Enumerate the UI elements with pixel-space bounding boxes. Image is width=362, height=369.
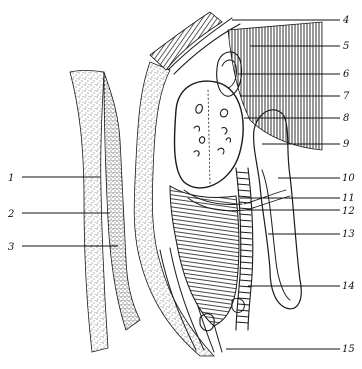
- label-8: 8: [343, 113, 349, 124]
- left-leaders: [22, 177, 118, 246]
- tube-rung: [240, 244, 252, 245]
- vertical-hatched-block: [228, 22, 322, 150]
- tube-rung: [236, 172, 248, 173]
- tube-rung: [240, 238, 252, 239]
- tube-rung: [239, 214, 251, 215]
- label-11: 11: [342, 193, 355, 204]
- tube-rung: [237, 178, 249, 179]
- tube-rung: [237, 184, 249, 185]
- label-15: 15: [342, 344, 355, 355]
- label-7: 7: [343, 91, 350, 102]
- tube-rung: [240, 274, 252, 275]
- label-1: 1: [8, 173, 14, 184]
- tube-rung: [240, 232, 252, 233]
- left-stippled-column: [70, 71, 108, 353]
- organ-cells: [194, 104, 231, 156]
- tube-rung: [240, 268, 252, 269]
- right-labels: 4 5 6 7 8 9 10 11 12 13 14 15: [342, 15, 355, 355]
- tube-rung: [240, 256, 252, 257]
- tube-rung: [238, 196, 250, 197]
- tube-rung: [239, 280, 251, 281]
- dark-cap: [150, 12, 222, 70]
- tube-rung: [239, 292, 251, 293]
- label-12: 12: [342, 206, 355, 217]
- label-6: 6: [343, 69, 350, 80]
- label-14: 14: [342, 281, 355, 292]
- label-10: 10: [342, 173, 355, 184]
- tube-rung: [238, 190, 250, 191]
- oval-organ: [174, 81, 243, 188]
- label-9: 9: [343, 139, 350, 150]
- label-4: 4: [342, 15, 349, 26]
- tube-rung: [240, 262, 252, 263]
- label-3: 3: [8, 242, 14, 253]
- label-13: 13: [342, 229, 355, 240]
- tube-rung: [240, 250, 252, 251]
- tube-rung: [239, 220, 251, 221]
- label-2: 2: [7, 209, 14, 220]
- tube-rung: [237, 322, 249, 323]
- left-labels: 1 2 3: [7, 173, 14, 253]
- label-5: 5: [343, 41, 349, 52]
- striated-muscle: [170, 186, 239, 326]
- left-column: [70, 71, 140, 353]
- tube-rung: [237, 316, 249, 317]
- striated-band: [170, 186, 239, 326]
- tube-rung: [240, 226, 252, 227]
